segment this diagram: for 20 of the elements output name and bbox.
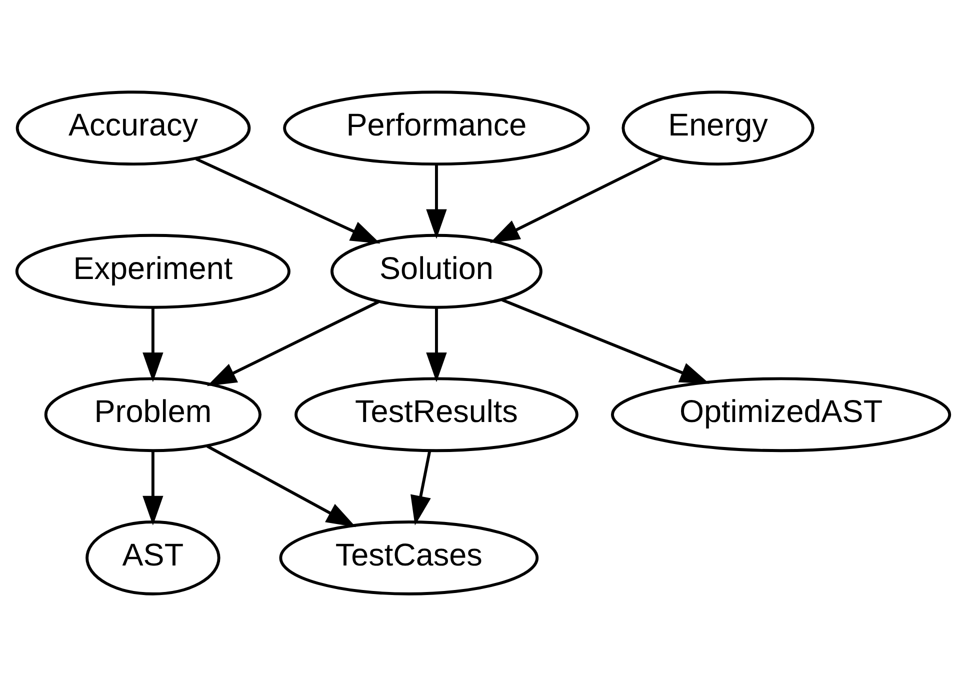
arrow xyxy=(502,298,710,384)
arrow xyxy=(490,156,664,242)
arrow xyxy=(426,307,447,382)
node-ellipse: Experiment xyxy=(15,233,290,308)
arrow xyxy=(142,307,164,382)
node-ellipse: Energy xyxy=(622,90,814,166)
arrow xyxy=(206,444,356,527)
node-ellipse: TestResults xyxy=(294,376,578,452)
arrow xyxy=(195,157,380,244)
arrow xyxy=(410,450,432,525)
arrow xyxy=(426,164,447,238)
node-ellipse: Accuracy xyxy=(16,90,251,166)
node-ellipse: Solution xyxy=(330,233,542,308)
node-ellipse: AST xyxy=(86,520,220,595)
node-ellipse: OptimizedAST xyxy=(610,376,952,452)
arrow xyxy=(206,300,380,386)
arrow xyxy=(142,450,164,525)
node-ellipse: TestCases xyxy=(279,520,539,595)
node-ellipse: Performance xyxy=(283,90,590,166)
node-ellipse: Problem xyxy=(44,376,262,452)
